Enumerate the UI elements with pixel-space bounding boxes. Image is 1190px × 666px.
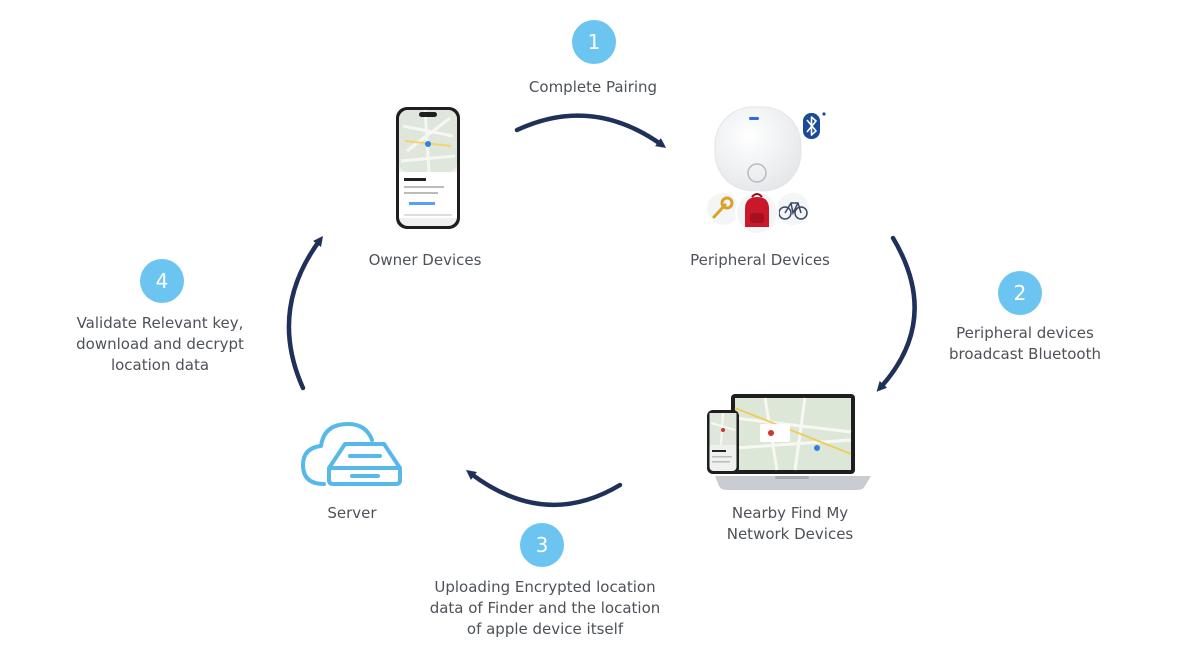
step-4-caption: Validate Relevant key, download and decr… (76, 314, 244, 374)
peripheral-devices-label: Peripheral Devices (690, 251, 830, 269)
step-1-badge: 1 (572, 20, 616, 64)
step-2-caption: Peripheral devices broadcast Bluetooth (949, 324, 1101, 363)
step-2-badge: 2 (998, 271, 1042, 315)
step-3-badge: 3 (520, 523, 564, 567)
step-1-caption: Complete Pairing (528, 78, 658, 96)
bicycle-icon (777, 193, 809, 225)
arrow-step-4 (286, 235, 323, 391)
cloud-server-icon (301, 422, 402, 486)
arrow-step-3 (466, 469, 623, 508)
owner-devices-label: Owner Devices (368, 251, 482, 269)
bluetooth-icon (803, 112, 826, 139)
arrow-step-2 (876, 235, 917, 392)
step-4-badge: 4 (140, 259, 184, 303)
nearby-network-devices-label: Nearby Find My Network Devices (726, 504, 854, 543)
smartphone-map-icon (396, 107, 460, 229)
arrow-step-1 (514, 113, 667, 148)
step-3-caption: Uploading Encrypted location data of Fin… (429, 578, 661, 638)
tracker-tag-icon (707, 106, 826, 235)
laptop-phone-map-icon (707, 394, 871, 490)
server-label: Server (327, 504, 377, 522)
